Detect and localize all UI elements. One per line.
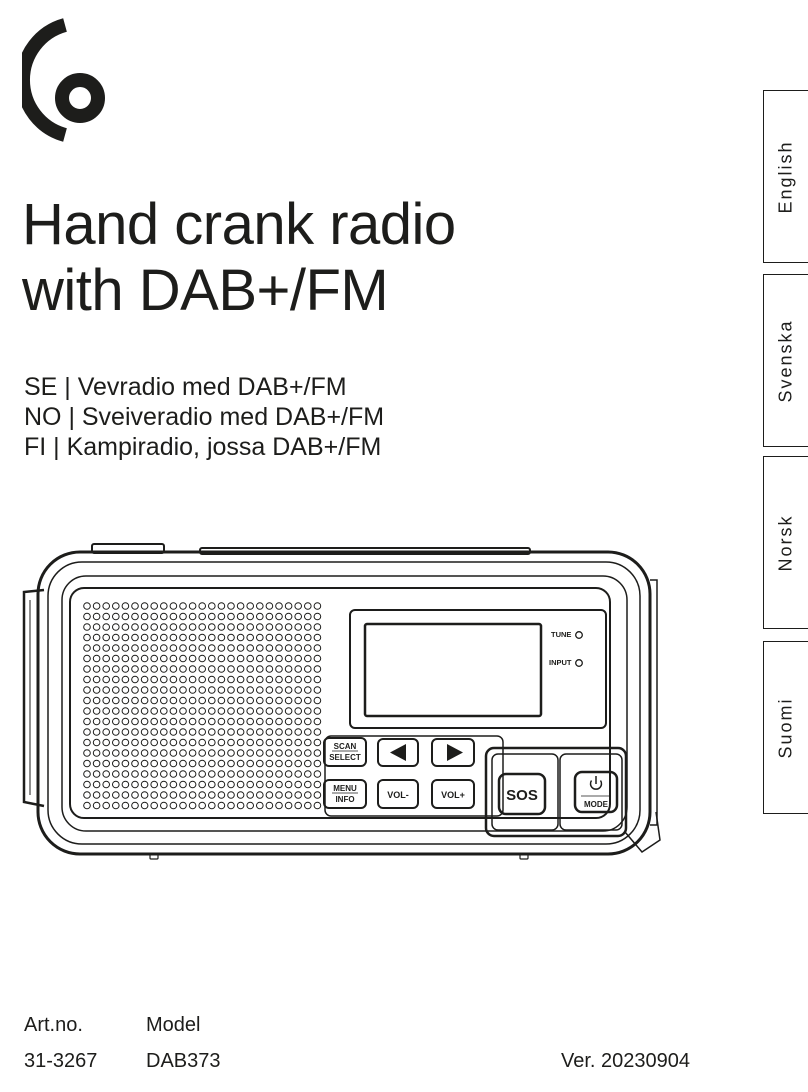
brand-logo-icon	[22, 18, 105, 142]
tab-english[interactable]: English	[763, 90, 808, 263]
radio-illustration: TUNE INPUT SCAN SELECT MENU INFO VOL- VO…	[22, 543, 661, 860]
vol-down-label: VOL-	[387, 790, 409, 800]
mode-button	[573, 770, 619, 814]
tab-suomi[interactable]: Suomi	[763, 641, 808, 814]
tab-suomi-label: Suomi	[775, 696, 796, 759]
tab-norsk-label: Norsk	[775, 513, 796, 572]
power-icon	[589, 776, 603, 790]
speaker-grille	[83, 602, 322, 810]
tune-label: TUNE	[551, 630, 571, 639]
page-title: Hand crank radio with DAB+/FM	[22, 192, 456, 324]
title-line-2: with DAB+/FM	[22, 258, 389, 323]
subtitle-list: SE | Vevradio med DAB+/FM NO | Sveiverad…	[24, 372, 384, 462]
tab-english-label: English	[775, 139, 796, 214]
radio-display	[363, 622, 543, 718]
vol-up-label: VOL+	[441, 790, 465, 800]
select-label: SELECT	[329, 753, 361, 762]
left-arrow-button	[377, 738, 419, 767]
title-line-1: Hand crank radio	[22, 192, 456, 257]
mode-label: MODE	[584, 800, 609, 809]
scan-label: SCAN	[334, 742, 357, 751]
menu-label: MENU	[333, 784, 357, 793]
artno-value: 31-3267	[24, 1050, 98, 1072]
input-label: INPUT	[549, 658, 572, 667]
model-value: DAB373	[146, 1050, 221, 1072]
info-label: INFO	[335, 795, 354, 804]
subtitle-no: NO | Sveiveradio med DAB+/FM	[24, 403, 385, 431]
sos-button	[497, 772, 547, 816]
menu-info-button	[323, 779, 367, 809]
tab-svenska[interactable]: Svenska	[763, 274, 808, 447]
model-label: Model	[146, 1014, 201, 1036]
tab-norsk[interactable]: Norsk	[763, 456, 808, 629]
vol-down-button	[377, 779, 419, 809]
vol-up-button	[431, 779, 475, 809]
sos-label: SOS	[506, 787, 538, 804]
tab-svenska-label: Svenska	[775, 318, 796, 403]
version-text: Ver. 20230904	[561, 1050, 691, 1072]
scan-select-button	[323, 737, 367, 767]
right-arrow-icon	[447, 744, 463, 761]
artno-label: Art.no.	[24, 1014, 83, 1036]
subtitle-fi: FI | Kampiradio, jossa DAB+/FM	[24, 433, 382, 461]
right-arrow-button	[431, 738, 475, 767]
left-arrow-icon	[390, 744, 406, 761]
subtitle-se: SE | Vevradio med DAB+/FM	[24, 373, 347, 401]
